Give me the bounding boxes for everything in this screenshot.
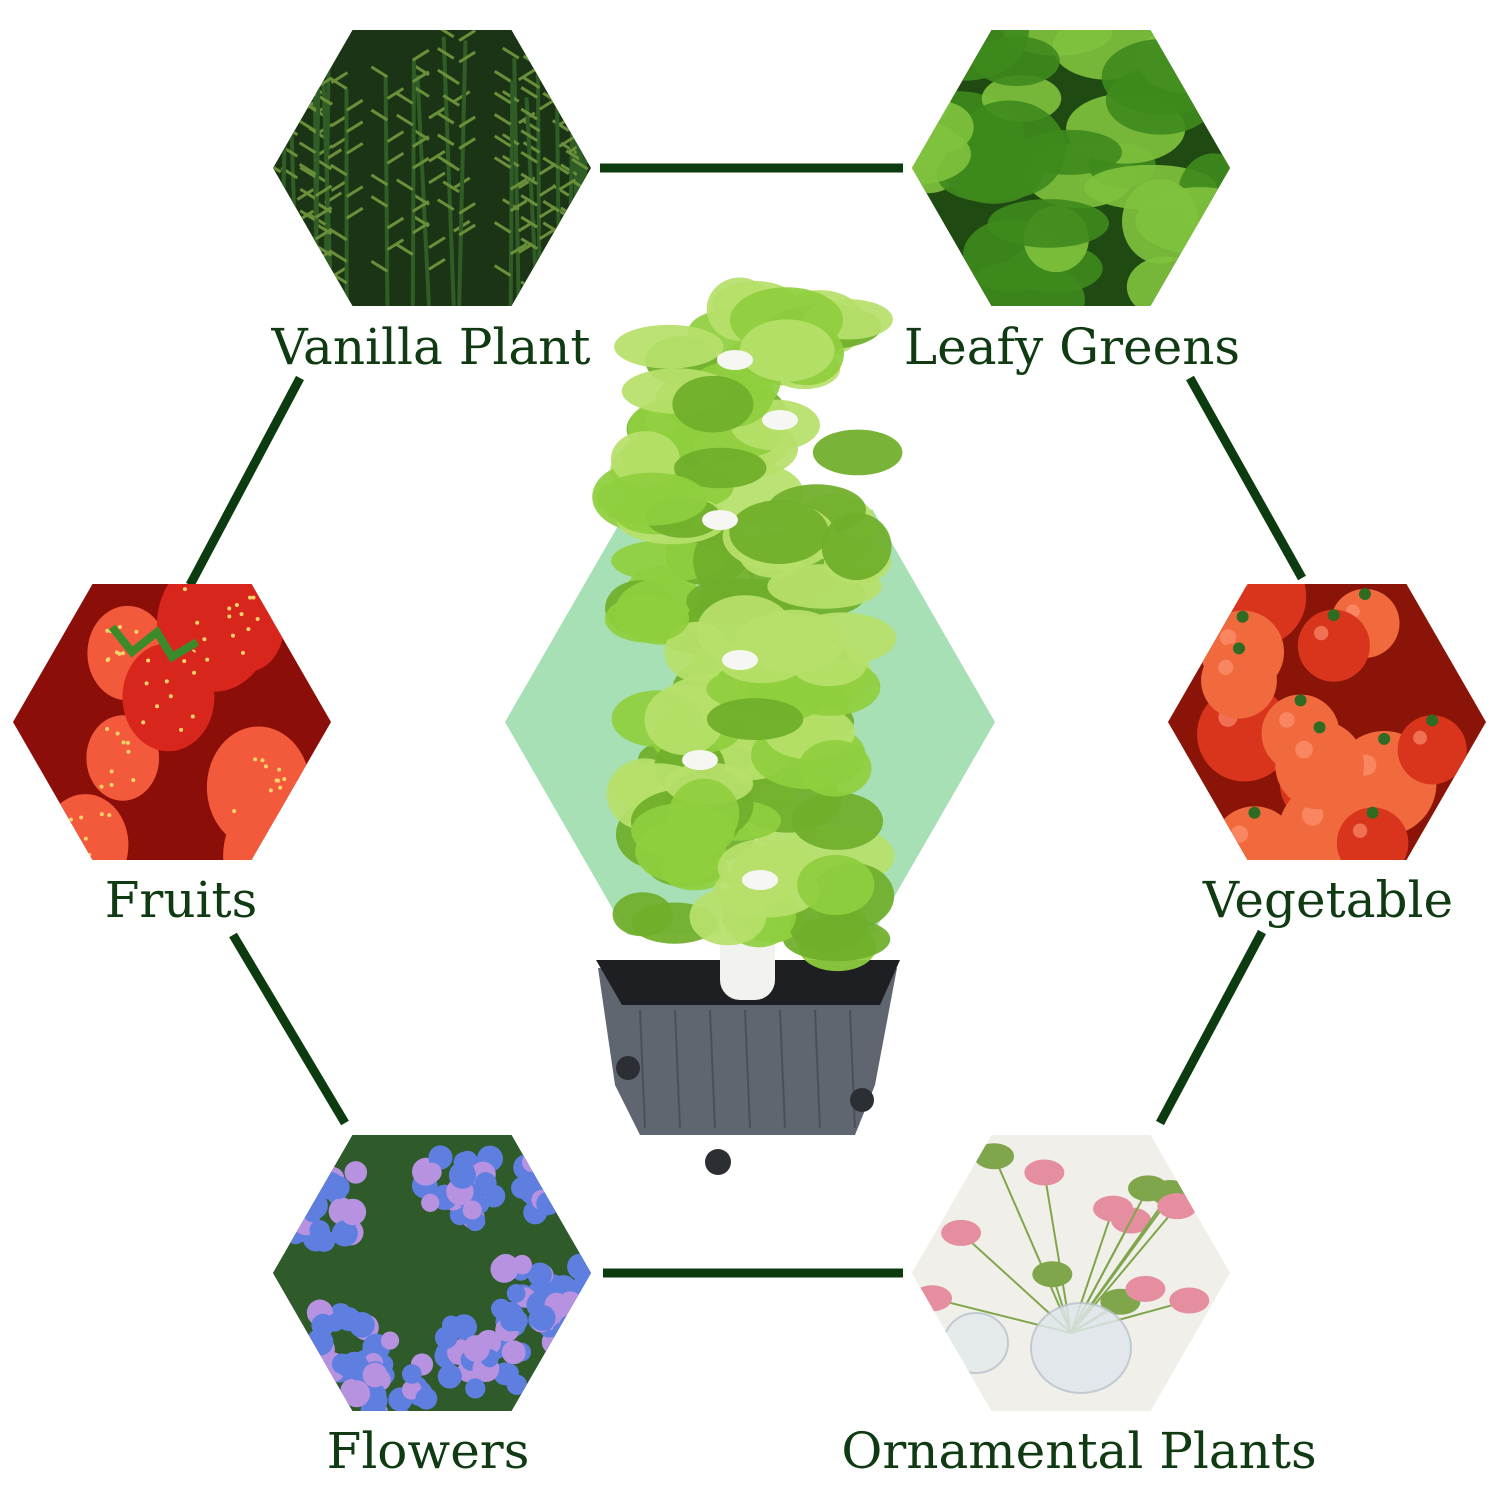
hydrangea-photo: [224, 1135, 636, 1440]
connector-lower-left: [233, 935, 345, 1123]
connector-upper-right: [1190, 378, 1302, 578]
lettuce-photo: [853, 0, 1265, 339]
label-ornamental-plants: Ornamental Plants: [829, 1416, 1329, 1486]
label-fruits: Fruits: [31, 865, 331, 935]
connector-upper-left: [190, 378, 300, 585]
connector-lower-right: [1160, 932, 1262, 1123]
label-flowers: Flowers: [278, 1416, 578, 1486]
rosemary-herb-photo: [265, 20, 604, 306]
label-vanilla-plant: Vanilla Plant: [231, 312, 631, 382]
label-vegetable: Vegetable: [1178, 865, 1478, 935]
caladium-houseplant-photo: [912, 1135, 1230, 1411]
strawberry-photo: [13, 543, 361, 919]
label-leafy-greens: Leafy Greens: [872, 312, 1272, 382]
tomato-photo: [1168, 547, 1486, 906]
